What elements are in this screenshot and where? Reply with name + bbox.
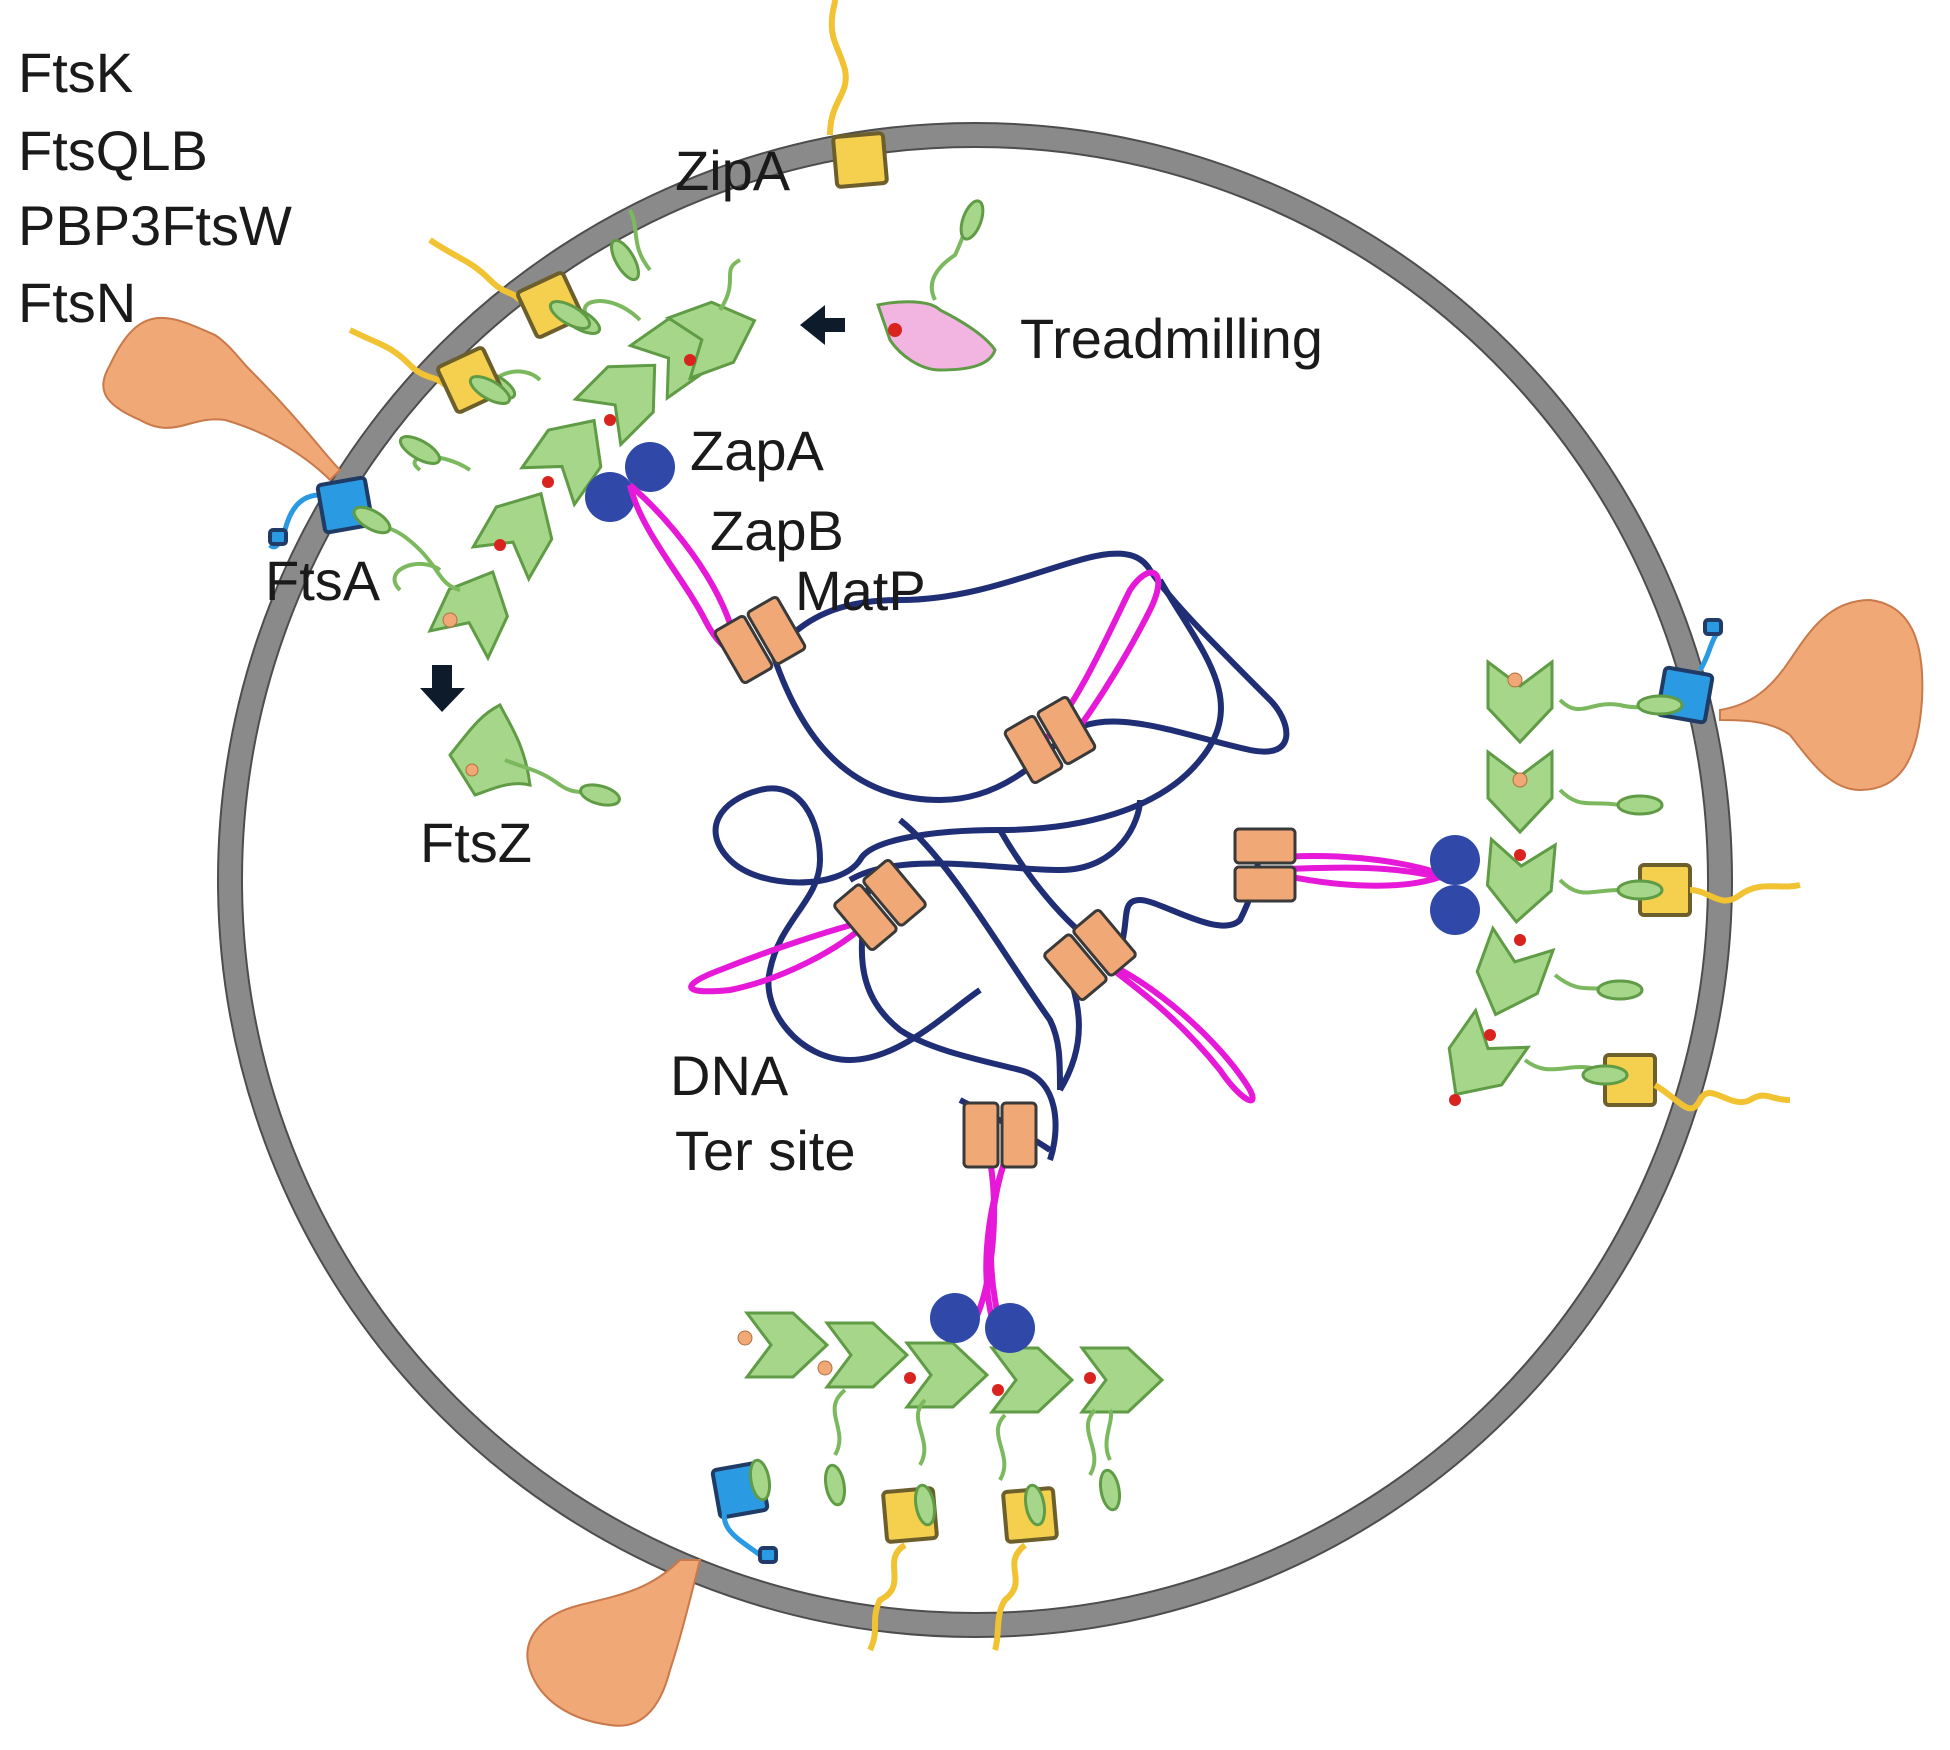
zipa-top (827, 0, 890, 190)
label-treadmilling: Treadmilling (1020, 307, 1323, 370)
label-zipa: ZipA (675, 139, 791, 202)
zipa-upper-left (348, 237, 592, 416)
zap-complex-right (1430, 835, 1480, 935)
treadmilling-subunit (876, 199, 997, 372)
ftsz-filament-right (1428, 660, 1664, 1115)
label-ftsk: FtsK (18, 41, 133, 104)
label-zapb: ZapB (710, 499, 844, 562)
label-ftsa: FtsA (265, 549, 381, 612)
cell-wall (217, 122, 1733, 1638)
divisome-complex-left (102, 316, 342, 482)
label-dna: DNA (670, 1044, 789, 1107)
down-arrow (420, 665, 465, 712)
label-ftsz: FtsZ (420, 811, 532, 874)
label-zapa: ZapA (690, 419, 824, 482)
zipa-bottom (867, 1483, 1060, 1652)
ftsa-right (1636, 618, 1723, 725)
divisome-complex-right (1719, 598, 1924, 792)
matp-units (713, 595, 1297, 1169)
label-pbp3ftsw: PBP3FtsW (18, 194, 292, 257)
ftsa-bottom (710, 1458, 778, 1564)
label-ftsn: FtsN (18, 271, 136, 334)
ftsz-free-subunit (448, 702, 621, 807)
dna-nucleoid (712, 550, 1290, 1161)
zap-complex-bottom (930, 1293, 1035, 1353)
label-ter-site: Ter site (675, 1119, 856, 1182)
ftsz-filament-bottom (737, 1311, 1164, 1512)
treadmilling-arrow (800, 305, 845, 345)
divisome-complex-bottom (526, 1559, 702, 1727)
label-ftsqlb: FtsQLB (18, 119, 208, 182)
zipa-right (1581, 863, 1801, 1112)
label-matp: MatP (795, 559, 926, 622)
zap-complex-upper (585, 442, 675, 522)
ftsa-upper-left (268, 475, 461, 592)
